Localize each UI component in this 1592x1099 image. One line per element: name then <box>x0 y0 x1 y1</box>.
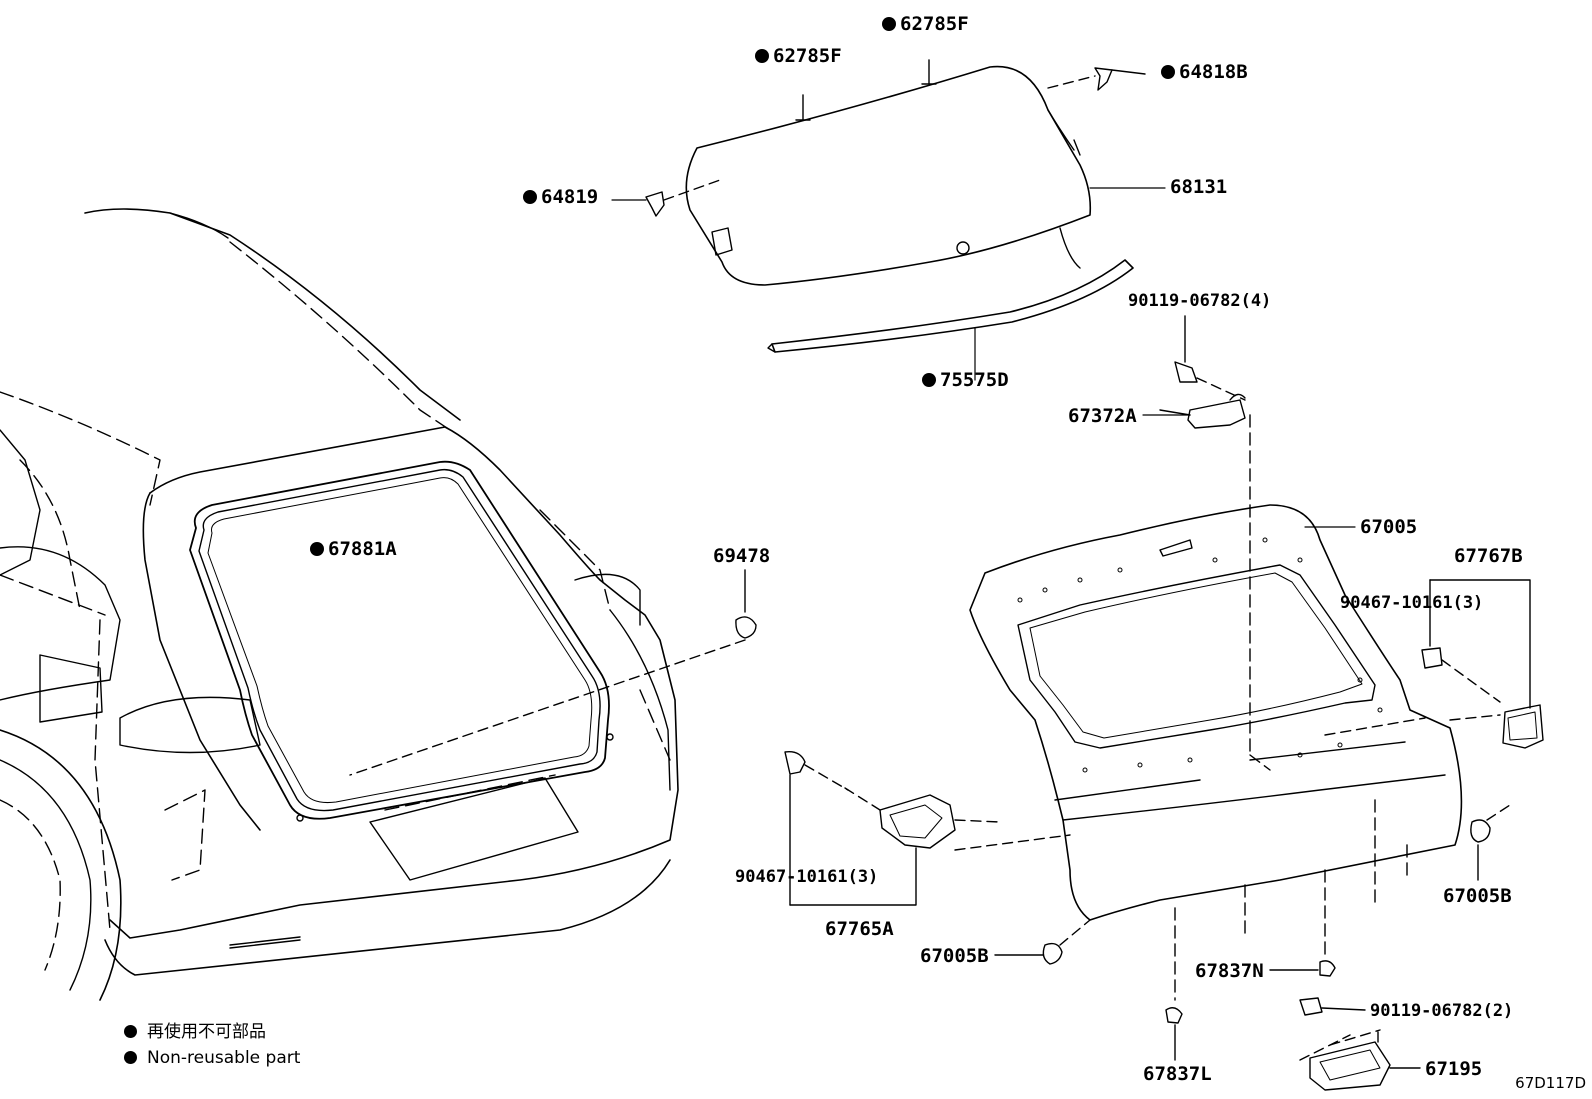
bracket-67765A <box>784 751 1071 906</box>
callout-75575D: 75575D <box>922 369 1009 391</box>
part-number: 67837L <box>1143 1063 1212 1085</box>
back-glass-68131 <box>645 59 1146 286</box>
part-number: 67372A <box>1068 405 1137 427</box>
clip-67837N <box>1269 960 1336 977</box>
diagram-code: 67D117D <box>1515 1074 1586 1092</box>
hinge-67372A <box>1159 315 1246 429</box>
part-number: 69478 <box>713 545 771 567</box>
part-number: 90119-06782(4) <box>1128 291 1272 311</box>
callout-69478: 69478 <box>713 545 770 567</box>
part-number: 62785F <box>900 13 969 35</box>
part-number: 67765A <box>825 918 894 940</box>
part-number: 75575D <box>940 369 1009 391</box>
legend-text: Non-reusable part <box>147 1048 301 1068</box>
callout-67765A: 67765A <box>825 918 894 940</box>
callout-64818B: 64818B <box>1161 61 1248 83</box>
part-number: 90119-06782(2) <box>1370 1001 1514 1021</box>
leader-lines <box>611 187 1356 528</box>
part-number: 67195 <box>1425 1058 1483 1080</box>
part-number: 64819 <box>541 186 599 208</box>
callout-62785F-left: 62785F <box>755 45 842 67</box>
legend-text: 再使用不可部品 <box>147 1022 266 1042</box>
callout-67372A: 67372A <box>1068 405 1137 427</box>
part-number: 67767B <box>1454 545 1523 567</box>
callout-67005: 67005 <box>1360 516 1417 538</box>
callout-68131: 68131 <box>1170 176 1227 198</box>
part-number: 90467-10161(3) <box>735 867 879 887</box>
non-reusable-marker-icon <box>755 49 769 63</box>
non-reusable-marker-icon <box>310 542 324 556</box>
callout-67195: 67195 <box>1425 1058 1482 1080</box>
non-reusable-marker-icon <box>922 373 936 387</box>
callout-90467-10161-left: 90467-10161(3) <box>735 866 878 888</box>
callout-67005B-right: 67005B <box>1443 885 1512 907</box>
part-number: 67005B <box>1443 885 1512 907</box>
cushion-67005B-right <box>1470 804 1511 881</box>
back-door-panel-67005 <box>969 414 1463 1001</box>
stopper-69478 <box>349 569 757 776</box>
non-reusable-marker-icon <box>882 17 896 31</box>
callout-67837N: 67837N <box>1195 960 1264 982</box>
non-reusable-marker-icon <box>523 190 537 204</box>
part-number: 67005B <box>920 945 989 967</box>
callout-90119-06782-4: 90119-06782(4) <box>1128 290 1271 312</box>
part-number: 62785F <box>773 45 842 67</box>
callout-62785F-top: 62785F <box>882 13 969 35</box>
callout-67837L: 67837L <box>1143 1063 1212 1085</box>
vehicle-body <box>0 208 679 1001</box>
callout-64819: 64819 <box>523 186 598 208</box>
bracket-67767B <box>1421 579 1544 749</box>
legend-item-jp: 再使用不可部品 <box>124 1022 266 1042</box>
part-number: 67837N <box>1195 960 1264 982</box>
callout-67005B-left: 67005B <box>920 945 989 967</box>
part-number: 67005 <box>1360 516 1418 538</box>
non-reusable-marker-icon <box>124 1025 137 1038</box>
clip-67837L <box>1165 1007 1183 1061</box>
non-reusable-marker-icon <box>124 1051 137 1064</box>
callout-90467-10161-right: 90467-10161(3) <box>1340 592 1483 614</box>
part-number: 90467-10161(3) <box>1340 593 1484 613</box>
non-reusable-marker-icon <box>1161 65 1175 79</box>
callout-67881A: 67881A <box>310 538 397 560</box>
cushion-67005B-left <box>994 919 1091 965</box>
lock-67195 <box>1299 997 1421 1091</box>
weatherstrip-67881A <box>189 460 614 822</box>
part-number: 67881A <box>328 538 397 560</box>
part-number: 68131 <box>1170 176 1228 198</box>
part-number: 64818B <box>1179 61 1248 83</box>
callout-67767B: 67767B <box>1454 545 1523 567</box>
legend-item-en: Non-reusable part <box>124 1048 300 1068</box>
callout-90119-06782-2: 90119-06782(2) <box>1370 1000 1513 1022</box>
molding-75575D <box>767 259 1134 353</box>
